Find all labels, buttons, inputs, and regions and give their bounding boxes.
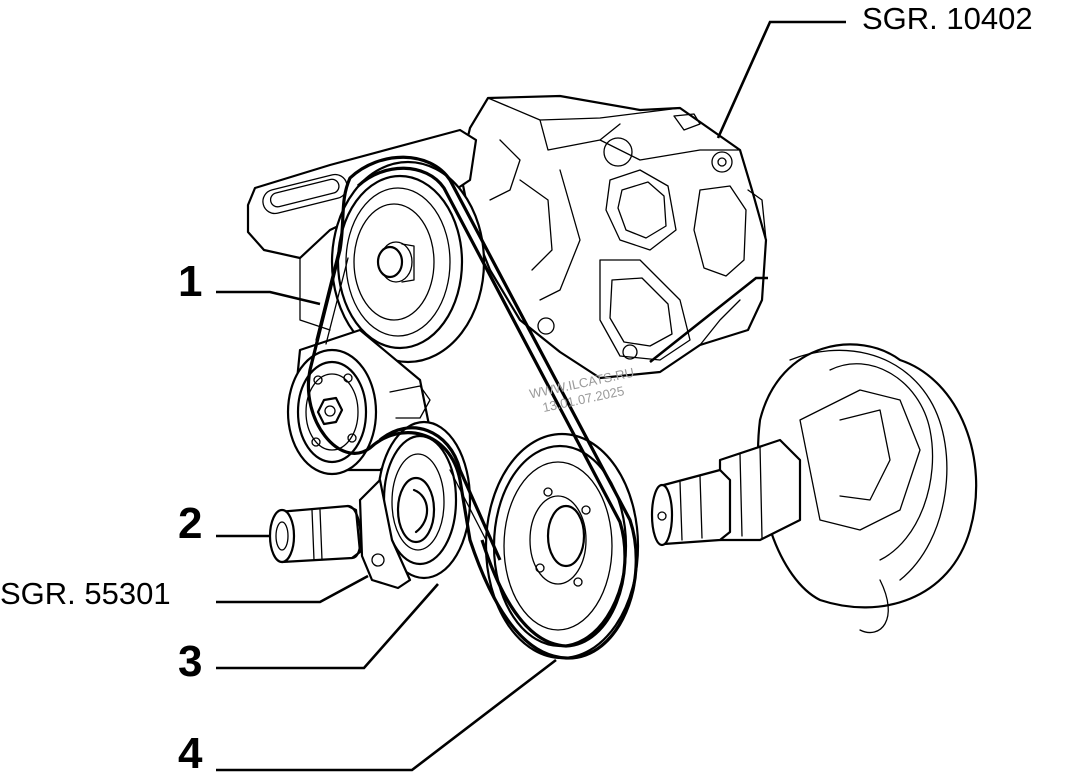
drive-belt: [306, 155, 638, 660]
pipe-fitting: [268, 504, 362, 564]
callout-4: 4: [178, 729, 203, 774]
watermark: WWW.ILCATS.RU 13.01.07.2025: [528, 365, 635, 415]
leader-sgr-10402: [716, 20, 846, 139]
leader-4: [216, 658, 557, 772]
callout-2: 2: [178, 499, 202, 548]
leader-housing: [649, 276, 768, 364]
poly-v-belt-small: [378, 426, 502, 561]
leader-3: [216, 583, 439, 670]
ref-label-sgr-55301: SGR. 55301: [0, 576, 171, 611]
leader-sgr-55301: [216, 574, 369, 604]
leader-1: [216, 290, 321, 306]
ref-label-sgr-10402: SGR. 10402: [862, 1, 1033, 36]
pump-bracket: [358, 478, 412, 590]
callout-1: 1: [178, 257, 202, 306]
leader-lines: [216, 20, 846, 772]
crankshaft-pulley: [484, 432, 640, 660]
crankshaft: [650, 343, 978, 634]
callout-3: 3: [178, 637, 202, 686]
